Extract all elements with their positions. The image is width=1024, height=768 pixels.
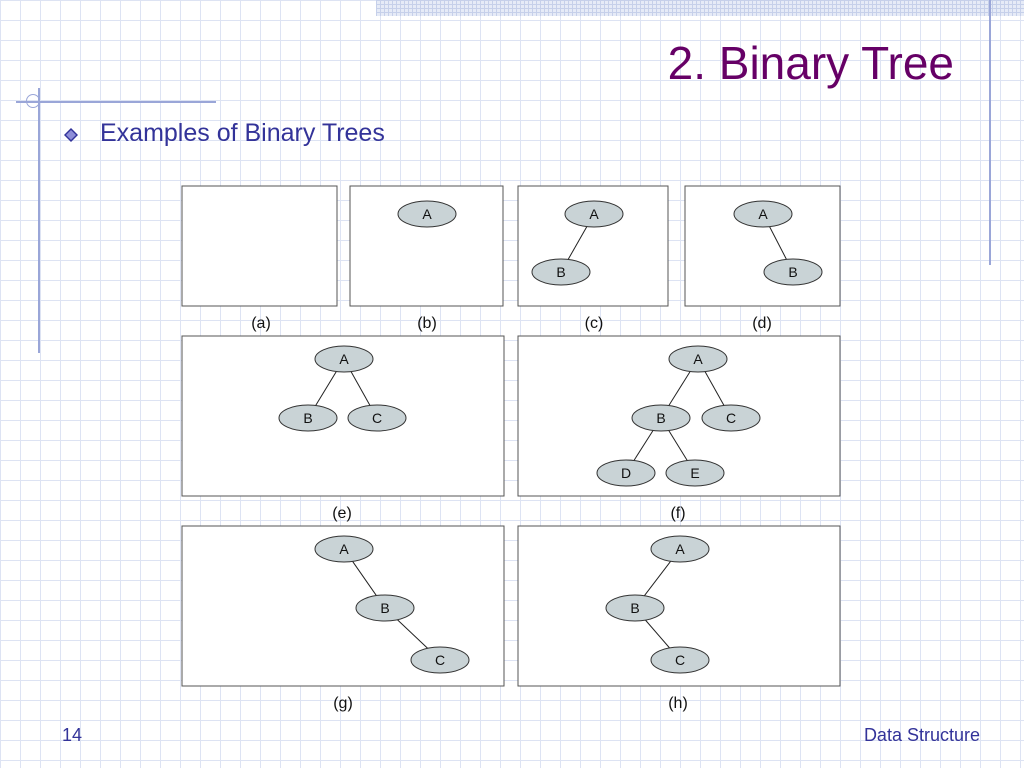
panel-caption: (h) <box>668 695 688 712</box>
tree-node <box>596 459 656 487</box>
tree-edge <box>567 226 588 260</box>
tree-node <box>631 404 691 432</box>
tree-panel: A B (c) <box>517 185 669 332</box>
tree-panel: A (b) <box>349 185 504 332</box>
tree-node-label: A <box>693 351 703 367</box>
tree-edge <box>668 371 691 406</box>
tree-node <box>701 404 761 432</box>
tree-edge <box>645 619 670 649</box>
diamond-bullet-icon <box>64 128 78 142</box>
panel-caption: (a) <box>251 315 271 332</box>
decor-horizontal-line <box>16 101 216 103</box>
tree-edge <box>350 371 371 406</box>
tree-panel: A B C D E (f) <box>517 335 841 522</box>
tree-node-label: A <box>339 541 349 557</box>
tree-node-label: B <box>380 600 389 616</box>
tree-node-label: D <box>621 465 631 481</box>
decor-circle <box>26 94 40 108</box>
tree-node <box>531 258 591 286</box>
tree-node <box>668 345 728 373</box>
tree-node <box>397 200 457 228</box>
tree-node-label: A <box>422 206 432 222</box>
tree-node <box>650 535 710 563</box>
slide-title: 2. Binary Tree <box>667 37 954 89</box>
tree-node-label: C <box>675 652 685 668</box>
tree-panel: (a) <box>181 185 338 332</box>
page-number: 14 <box>62 725 83 745</box>
tree-edge <box>704 371 725 406</box>
panel-caption: (b) <box>417 315 437 332</box>
panel-caption: (g) <box>333 695 353 712</box>
tree-node-label: B <box>788 264 797 280</box>
tree-node <box>314 535 374 563</box>
tree-node <box>278 404 338 432</box>
top-decor-band <box>376 0 1024 16</box>
tree-node <box>763 258 823 286</box>
tree-node-label: C <box>372 410 382 426</box>
tree-node-label: B <box>556 264 565 280</box>
tree-node-label: B <box>303 410 312 426</box>
panel-caption: (e) <box>332 505 352 522</box>
tree-node <box>665 459 725 487</box>
tree-node-label: C <box>726 410 736 426</box>
tree-panel: A B C (h) <box>517 525 841 712</box>
tree-panel: A B (d) <box>684 185 841 332</box>
tree-node-label: B <box>656 410 665 426</box>
panel-frame <box>181 185 338 307</box>
decor-vertical-line-right <box>989 0 991 265</box>
tree-node-label: B <box>630 600 639 616</box>
bullet-text: Examples of Binary Trees <box>100 119 385 147</box>
tree-node <box>650 646 710 674</box>
tree-node <box>733 200 793 228</box>
tree-node-label: C <box>435 652 445 668</box>
tree-edge <box>397 619 428 649</box>
panel-caption: (c) <box>585 315 604 332</box>
tree-node <box>355 594 415 622</box>
tree-edge <box>352 561 377 596</box>
tree-node-label: A <box>758 206 768 222</box>
tree-node <box>605 594 665 622</box>
tree-node <box>347 404 407 432</box>
tree-node <box>314 345 374 373</box>
panel-caption: (f) <box>670 505 685 522</box>
tree-node-label: E <box>690 465 699 481</box>
panel-caption: (d) <box>752 315 772 332</box>
tree-node <box>410 646 470 674</box>
tree-node-label: A <box>589 206 599 222</box>
footer-label: Data Structure <box>863 725 980 745</box>
tree-edge <box>633 430 654 461</box>
tree-panel: A B C (e) <box>181 335 505 522</box>
tree-node-label: A <box>675 541 685 557</box>
tree-panel: A B C (g) <box>181 525 505 712</box>
binary-tree-examples-figure: (a) A (b) A B (c) A B (d) A B C (e) A B C D E (f) A B C (g) A B C… <box>181 185 841 712</box>
decor-vertical-line-left <box>38 88 40 353</box>
tree-edge <box>315 371 337 406</box>
tree-edge <box>643 560 672 597</box>
tree-node <box>564 200 624 228</box>
tree-edge <box>769 226 787 260</box>
tree-edge <box>668 430 688 461</box>
tree-node-label: A <box>339 351 349 367</box>
